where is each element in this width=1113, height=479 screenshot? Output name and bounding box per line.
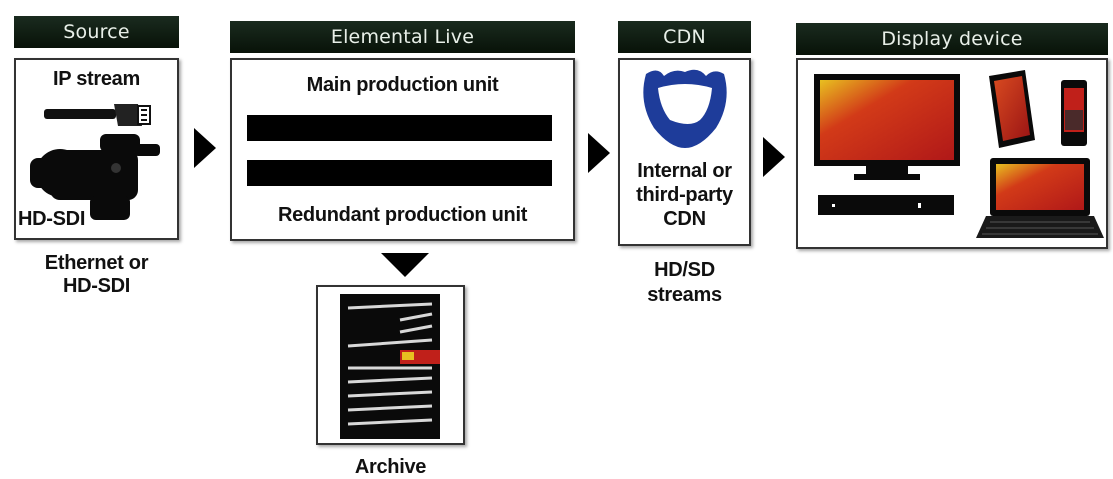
cdn-line1: Internal or xyxy=(637,160,732,182)
cdn-line3: CDN xyxy=(663,208,706,230)
redundant-production-unit-bar xyxy=(247,160,552,186)
arrow-elemental-to-archive xyxy=(381,253,429,277)
arrow-cdn-to-display xyxy=(763,137,785,177)
main-production-unit-label: Main production unit xyxy=(306,74,499,96)
set-top-box-icon xyxy=(818,195,954,215)
redundant-production-unit-label: Redundant production unit xyxy=(277,204,528,226)
server-rack-icon xyxy=(340,294,440,439)
ethernet-cable-icon xyxy=(44,104,151,126)
television-icon xyxy=(814,74,960,180)
ip-stream-label: IP stream xyxy=(53,68,140,90)
arrow-source-to-elemental xyxy=(194,128,216,168)
archive-label: Archive xyxy=(354,456,427,478)
elemental-live-box xyxy=(230,58,575,241)
globe-icon xyxy=(643,69,727,148)
header-cdn: CDN xyxy=(618,21,751,53)
source-caption-line2: HD-SDI xyxy=(62,275,131,297)
arrow-elemental-to-cdn xyxy=(588,133,610,173)
header-elemental-live: Elemental Live xyxy=(230,21,575,53)
video-camera-icon xyxy=(30,134,160,220)
cdn-caption-line2: streams xyxy=(647,284,722,306)
header-display-device: Display device xyxy=(796,23,1108,55)
source-caption-line1: Ethernet or xyxy=(44,252,149,274)
smartphone-icon xyxy=(1061,80,1087,146)
tablet-icon xyxy=(989,70,1035,148)
cdn-caption-line1: HD/SD xyxy=(654,259,715,281)
main-production-unit-bar xyxy=(247,115,552,141)
hd-sdi-label: HD-SDI xyxy=(18,208,86,230)
cdn-line2: third-party xyxy=(636,184,733,206)
header-source: Source xyxy=(14,16,179,48)
laptop-icon xyxy=(976,158,1104,238)
